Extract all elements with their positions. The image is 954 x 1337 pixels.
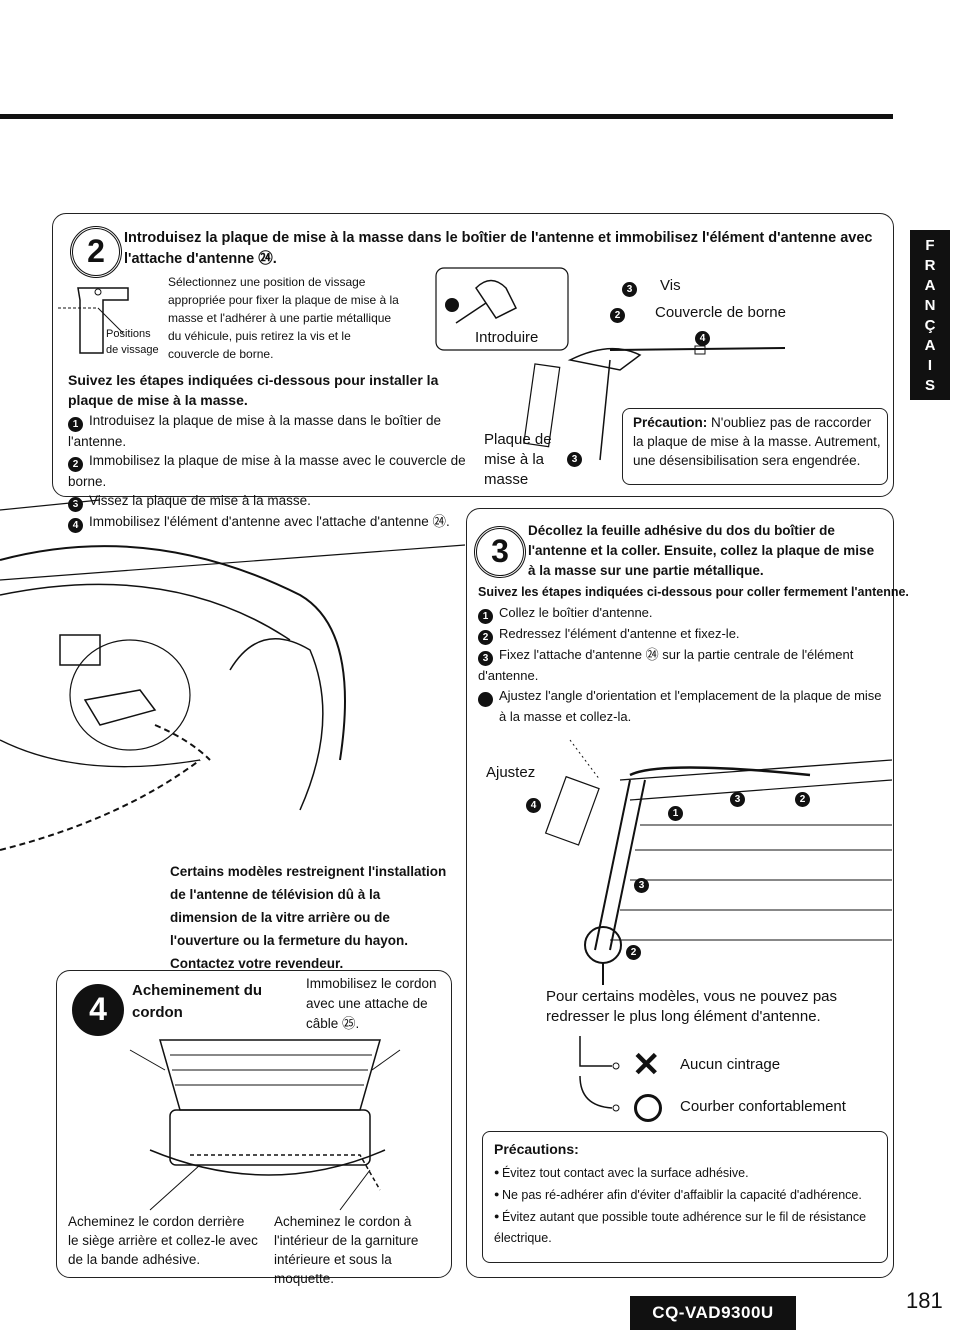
step-number-4: 4 <box>526 798 541 813</box>
step2-title: Introduisez la plaque de mise à la masse… <box>124 230 873 267</box>
precaution-box <box>622 408 888 485</box>
step-number-2: 2 <box>68 457 83 472</box>
step-number-3: 3 <box>567 452 582 467</box>
step-number-1: 1 <box>478 609 493 624</box>
bend-examples <box>579 1036 620 1112</box>
antenna-base-drawing <box>523 345 786 461</box>
step2-intro: Sélectionnez une position de vissage app… <box>168 275 399 361</box>
precaution-item: Ne pas ré-adhérer afin d'éviter d'affaib… <box>494 1184 880 1206</box>
step2-badge: 2 <box>70 226 122 278</box>
rear-seat-illustration <box>129 1039 401 1211</box>
step-number-4: 4 <box>68 518 83 533</box>
tab-letter: I <box>927 357 933 374</box>
ajustez-label: Ajustez <box>486 764 536 781</box>
step-number-1: 1 <box>68 417 83 432</box>
step3-subheading: Suivez les étapes indiquées ci-dessous p… <box>478 585 909 599</box>
top-rule <box>0 114 893 119</box>
page-number: 181 <box>906 1288 943 1313</box>
step4-title: Acheminement du cordon <box>132 982 263 1021</box>
diagram-marker-3b: 3 <box>634 873 655 893</box>
step-number-2: 2 <box>610 308 625 323</box>
aucun-cintrage-label: Aucun cintrage <box>680 1056 781 1073</box>
step4-badge: 4 <box>72 984 124 1036</box>
precaution-item: Évitez autant que possible toute adhéren… <box>494 1206 880 1249</box>
introduce-diagram <box>435 267 569 351</box>
step-number-1: 1 <box>668 806 683 821</box>
step-number-2: 2 <box>478 630 493 645</box>
tab-letter: S <box>924 377 935 394</box>
marker-3-lower: 3 <box>567 447 588 467</box>
tab-letter: A <box>924 277 936 294</box>
diagram-marker-1: 1 <box>668 801 689 821</box>
step4-fix-note: Immobilisez le cordon avec une attache d… <box>306 976 437 1031</box>
restriction-note: Certains modèles restreignent l'installa… <box>170 864 447 971</box>
introduire-label: Introduire <box>475 329 539 346</box>
tab-letter: A <box>924 337 936 354</box>
couvercle-marker: 2 <box>610 303 631 323</box>
step3-box <box>466 508 894 1278</box>
step3-badge: 3 <box>474 526 526 578</box>
step2-subheading: Suivez les étapes indiquées ci-dessous p… <box>68 372 439 408</box>
vis-label: Vis <box>660 277 681 294</box>
precaution-label: Précaution: <box>633 415 708 430</box>
precaution-text-block: Précaution: N'oubliez pas de raccorder l… <box>633 413 881 470</box>
cross-icon: ✕ <box>632 1046 661 1084</box>
diagram-marker-3a: 3 <box>730 787 751 807</box>
precaution-text: N'oubliez pas de raccorder la plaque de … <box>633 415 881 468</box>
diagram-marker-4: 4 <box>526 793 547 813</box>
marker-4: 4 <box>695 326 716 346</box>
step-number-2: 2 <box>795 792 810 807</box>
language-side-tab: F R A N Ç A I S 74 <box>910 230 950 416</box>
vis-marker: 3 <box>622 277 643 297</box>
step-number-3: 3 <box>634 878 649 893</box>
step4-left-caption: Acheminez le cordon derrière le siège ar… <box>68 1214 258 1267</box>
tab-letter: F <box>925 237 935 254</box>
precautions-label: Précautions: <box>494 1141 579 1157</box>
diagram-marker-2a: 2 <box>795 787 816 807</box>
step-number-3: 3 <box>730 792 745 807</box>
tab-page-code: 74 <box>922 400 938 416</box>
positions-label: Positions de vissage <box>106 328 159 356</box>
circle-ok-icon <box>634 1094 662 1122</box>
step3-note: Pour certains modèles, vous ne pouvez pa… <box>546 988 837 1025</box>
plaque-label: Plaque de mise à la masse <box>484 431 552 488</box>
couvercle-label: Couvercle de borne <box>655 304 786 321</box>
step-number-3: 3 <box>622 282 637 297</box>
step3-title: Décollez la feuille adhésive du dos du b… <box>528 523 875 578</box>
rear-window-antenna-diagram <box>544 739 893 985</box>
precautions-list: Évitez tout contact avec la surface adhé… <box>494 1162 880 1249</box>
tab-letter: R <box>924 257 936 274</box>
step-number-3: 3 <box>68 497 83 512</box>
courber-label: Courber confortablement <box>680 1098 846 1115</box>
step-number-4: 4 <box>695 331 710 346</box>
screw-position-illustration <box>58 287 129 354</box>
car-interior-illustration <box>0 499 466 851</box>
step-number-4: 4 <box>472 692 493 707</box>
model-badge: CQ-VAD9300U <box>630 1296 796 1330</box>
precautions-box <box>482 1131 888 1263</box>
diagram-marker-2b: 2 <box>626 940 647 960</box>
step4-right-caption: Acheminez le cordon à l'intérieur de la … <box>274 1214 419 1286</box>
step-number-2: 2 <box>626 945 641 960</box>
step2-box <box>52 213 894 497</box>
step4-box <box>56 970 452 1278</box>
step-number-3: 3 <box>478 651 493 666</box>
tab-letter: Ç <box>924 317 936 334</box>
precaution-item: Évitez tout contact avec la surface adhé… <box>494 1162 880 1184</box>
tab-letter: N <box>924 297 936 314</box>
